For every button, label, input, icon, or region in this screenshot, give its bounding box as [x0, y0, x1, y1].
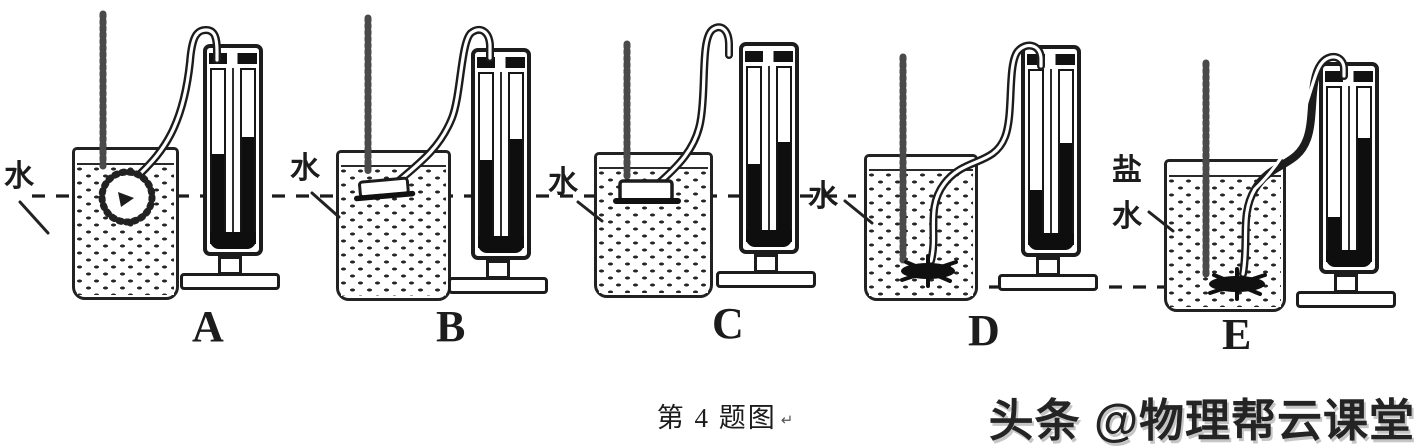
- manometer-a-base: [180, 273, 280, 290]
- manometer-e-ubend: [1326, 250, 1372, 267]
- manometer-e-support: [1347, 86, 1351, 252]
- setup-letter-d: D: [968, 306, 1000, 355]
- water-d: [869, 169, 973, 296]
- water-b: [341, 165, 446, 296]
- liquid-label-e: 盐 水: [1112, 156, 1142, 248]
- water-c: [599, 167, 708, 293]
- setup-letter-c: C: [712, 299, 744, 348]
- watermark: 头条 @物理帮云课堂: [988, 395, 1415, 446]
- liquid-label-e-line1: 盐: [1112, 154, 1142, 187]
- manometer-a-ubend: [210, 232, 256, 249]
- manometer-a-right-liquid: [242, 137, 254, 242]
- beaker-c: [594, 152, 713, 298]
- manometer-e-cap: [1325, 71, 1373, 82]
- manometer-d-right-liquid: [1060, 143, 1072, 243]
- manometer-e-base: [1296, 291, 1396, 308]
- manometer-c-right-tube: [776, 66, 792, 242]
- beaker-d: [864, 154, 978, 301]
- manometer-a-body: [203, 44, 263, 256]
- setup-letter-e: E: [1222, 310, 1252, 359]
- liquid-label-c: 水: [548, 166, 578, 199]
- manometer-e-body: [1319, 62, 1379, 274]
- manometer-b-left-liquid: [480, 160, 492, 246]
- manometer-d-cap: [1027, 54, 1075, 65]
- liquid-label-d: 水: [808, 180, 838, 213]
- liquid-label-a: 水: [4, 160, 34, 193]
- liquid-label-e-line2: 水: [1112, 200, 1142, 233]
- manometer-c-left-liquid: [748, 164, 760, 240]
- manometer-b-right-tube: [508, 72, 524, 248]
- figure-caption-text: 第 4 题图: [656, 403, 777, 433]
- manometer-c-base: [716, 271, 816, 288]
- beaker-b: [336, 150, 451, 301]
- beaker-a: [72, 147, 179, 300]
- manometer-d-ubend: [1028, 233, 1074, 250]
- manometer-d-left-tube: [1028, 69, 1044, 245]
- manometer-e-right-tube: [1356, 86, 1372, 262]
- manometer-e-left-tube: [1326, 86, 1342, 262]
- manometer-d-support: [1049, 69, 1053, 235]
- beaker-e: [1164, 159, 1286, 312]
- manometer-d-base: [998, 274, 1098, 291]
- figure-caption: 第 4 题图↵: [620, 396, 830, 435]
- leader-line-b: [310, 191, 341, 219]
- water-a: [77, 163, 174, 295]
- manometer-b-base: [448, 277, 548, 294]
- manometer-b-right-liquid: [510, 139, 522, 246]
- manometer-b-ubend: [478, 236, 524, 253]
- manometer-a-left-tube: [210, 68, 226, 244]
- manometer-c-cap: [745, 51, 793, 62]
- manometer-b-support: [499, 72, 503, 238]
- manometer-c-right-liquid: [778, 141, 790, 240]
- manometer-b-left-tube: [478, 72, 494, 248]
- liquid-label-b: 水: [290, 152, 320, 185]
- paragraph-return-mark: ↵: [780, 413, 794, 429]
- manometer-c-left-tube: [746, 66, 762, 242]
- leader-line-a: [18, 200, 50, 235]
- manometer-c-ubend: [746, 230, 792, 247]
- setup-letter-a: A: [192, 302, 224, 351]
- manometer-a-left-liquid: [212, 154, 224, 242]
- setup-letter-b: B: [436, 302, 466, 351]
- manometer-a-support: [231, 68, 235, 234]
- manometer-e-right-liquid: [1358, 137, 1370, 260]
- salt-water-e: [1169, 175, 1281, 307]
- manometer-a-right-tube: [240, 68, 256, 244]
- manometer-d-body: [1021, 45, 1081, 257]
- manometer-d-right-tube: [1058, 69, 1074, 245]
- manometer-c-support: [767, 66, 771, 232]
- manometer-b-body: [471, 48, 531, 260]
- manometer-b-cap: [477, 57, 525, 68]
- manometer-a-cap: [209, 53, 257, 64]
- manometer-c-body: [739, 42, 799, 254]
